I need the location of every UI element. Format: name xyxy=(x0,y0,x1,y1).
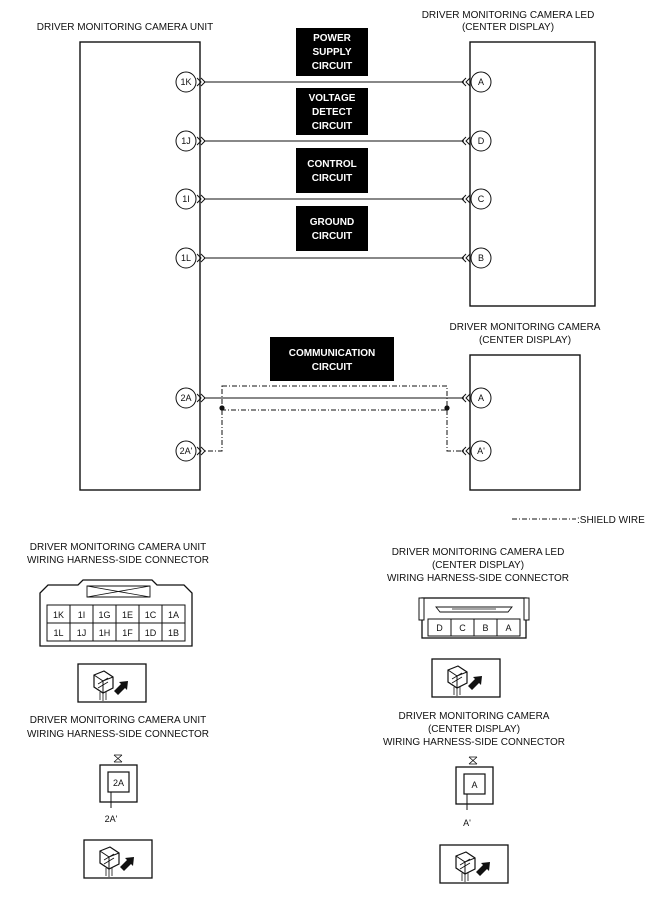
camera-title-line2: (CENTER DISPLAY) xyxy=(479,335,571,346)
harness-plug-icon xyxy=(431,658,501,698)
led-box xyxy=(469,41,596,307)
led-connector-title-line1: DRIVER MONITORING CAMERA LED xyxy=(392,547,565,558)
svg-text:CIRCUIT: CIRCUIT xyxy=(312,173,353,184)
unit-connector1-pin-1k: 1K xyxy=(53,610,64,620)
svg-text:COMMUNICATION: COMMUNICATION xyxy=(289,348,375,359)
svg-text:1J: 1J xyxy=(181,136,191,146)
led-connector-title-line2: (CENTER DISPLAY) xyxy=(432,560,524,571)
led-connector-pin-d: D xyxy=(436,623,443,633)
led-connector-pin-b: B xyxy=(482,623,488,633)
unit-connector1-pin-1f: 1F xyxy=(122,628,133,638)
svg-text:GROUND: GROUND xyxy=(310,217,354,228)
led-pin-c: C xyxy=(461,188,492,210)
camera-pin-a: A xyxy=(461,387,492,409)
svg-text:VOLTAGE: VOLTAGE xyxy=(309,93,356,104)
ground-circuit-label: GROUND CIRCUIT xyxy=(296,206,368,251)
camera-connector-title-line2: (CENTER DISPLAY) xyxy=(428,724,520,735)
unit-connector2-shield-pin: 2A' xyxy=(105,814,118,824)
svg-text:CIRCUIT: CIRCUIT xyxy=(312,231,353,242)
svg-text:A': A' xyxy=(477,446,485,456)
shield-legend-label: :SHIELD WIRE xyxy=(577,515,645,526)
camera-connector-pin-a: A xyxy=(471,780,477,790)
camera-connector-shield-pin: A' xyxy=(463,818,471,828)
unit-connector1-pin-1c: 1C xyxy=(145,610,157,620)
svg-text:B: B xyxy=(478,253,484,263)
svg-text:CIRCUIT: CIRCUIT xyxy=(312,61,353,72)
unit-pin-2a-shield: 2A' xyxy=(175,440,206,462)
led-title-line2: (CENTER DISPLAY) xyxy=(462,22,554,33)
harness-plug-icon xyxy=(77,663,147,703)
led-pin-d: D xyxy=(461,130,492,152)
unit-connector2-title-line1: DRIVER MONITORING CAMERA UNIT xyxy=(30,715,207,726)
shield-junction-right xyxy=(444,405,450,411)
svg-text:1K: 1K xyxy=(180,77,191,87)
svg-text:D: D xyxy=(478,136,485,146)
led-pin-b: B xyxy=(461,247,492,269)
unit-connector1-pin-1b: 1B xyxy=(168,628,179,638)
svg-text:POWER: POWER xyxy=(313,33,352,44)
unit-pin-1i: 1I xyxy=(175,188,206,210)
power-supply-circuit-label: POWER SUPPLY CIRCUIT xyxy=(296,28,368,76)
svg-text:SUPPLY: SUPPLY xyxy=(312,47,351,58)
unit-connector1-face: 1K 1I 1G 1E 1C 1A 1L 1J 1H 1F 1D 1B xyxy=(39,579,193,647)
communication-circuit-label: COMMUNICATION CIRCUIT xyxy=(270,337,394,381)
svg-text:2A: 2A xyxy=(180,393,191,403)
svg-text:CIRCUIT: CIRCUIT xyxy=(312,121,353,132)
unit-pin-2a: 2A xyxy=(175,387,206,409)
camera-title-line1: DRIVER MONITORING CAMERA xyxy=(450,322,601,333)
camera-pin-a-shield: A' xyxy=(461,440,492,462)
svg-text:A: A xyxy=(478,77,484,87)
svg-text:CONTROL: CONTROL xyxy=(307,159,356,170)
camera-unit-box xyxy=(79,41,201,491)
unit-connector1-pin-1g: 1G xyxy=(98,610,110,620)
unit-connector1-pin-1h: 1H xyxy=(99,628,111,638)
unit-pin-1j: 1J xyxy=(175,130,206,152)
shield-junction-left xyxy=(219,405,225,411)
unit-connector1-pin-1a: 1A xyxy=(168,610,179,620)
svg-text:C: C xyxy=(478,194,485,204)
unit-connector2-pin-2a: 2A xyxy=(113,778,124,788)
unit-connector1-pin-1d: 1D xyxy=(145,628,157,638)
camera-connector-title-line3: WIRING HARNESS-SIDE CONNECTOR xyxy=(383,737,565,748)
shield-wire xyxy=(204,385,464,452)
svg-text:1L: 1L xyxy=(181,253,191,263)
unit-connector1-pin-1i: 1I xyxy=(78,610,86,620)
unit-connector1-pin-1l: 1L xyxy=(53,628,63,638)
unit-connector1-title-line1: DRIVER MONITORING CAMERA UNIT xyxy=(30,542,207,553)
unit-connector1-pin-1e: 1E xyxy=(122,610,133,620)
unit-connector1-title-line2: WIRING HARNESS-SIDE CONNECTOR xyxy=(27,555,209,566)
camera-connector-face: A A' xyxy=(455,756,494,828)
circuit-wires xyxy=(204,81,464,399)
unit-connector2-title-line2: WIRING HARNESS-SIDE CONNECTOR xyxy=(27,729,209,740)
harness-plug-icon xyxy=(83,839,153,879)
unit-title: DRIVER MONITORING CAMERA UNIT xyxy=(37,22,214,33)
led-connector-pin-a: A xyxy=(505,623,511,633)
unit-connector2-face: 2A 2A' xyxy=(99,754,138,824)
svg-text:CIRCUIT: CIRCUIT xyxy=(312,362,353,373)
camera-connector-title-line1: DRIVER MONITORING CAMERA xyxy=(399,711,550,722)
unit-pin-1l: 1L xyxy=(175,247,206,269)
voltage-detect-circuit-label: VOLTAGE DETECT CIRCUIT xyxy=(296,88,368,135)
led-title-line1: DRIVER MONITORING CAMERA LED xyxy=(422,10,595,21)
camera-box xyxy=(469,354,581,491)
unit-connector1-pin-1j: 1J xyxy=(77,628,87,638)
svg-text:2A': 2A' xyxy=(180,446,193,456)
svg-text:DETECT: DETECT xyxy=(312,107,352,118)
led-pin-a: A xyxy=(461,71,492,93)
control-circuit-label: CONTROL CIRCUIT xyxy=(296,148,368,193)
svg-text:A: A xyxy=(478,393,484,403)
led-connector-pin-c: C xyxy=(459,623,466,633)
harness-plug-icon xyxy=(439,844,509,884)
led-connector-title-line3: WIRING HARNESS-SIDE CONNECTOR xyxy=(387,573,569,584)
unit-pin-1k: 1K xyxy=(175,71,206,93)
led-connector-face: D C B A xyxy=(418,597,530,639)
svg-text:1I: 1I xyxy=(182,194,190,204)
